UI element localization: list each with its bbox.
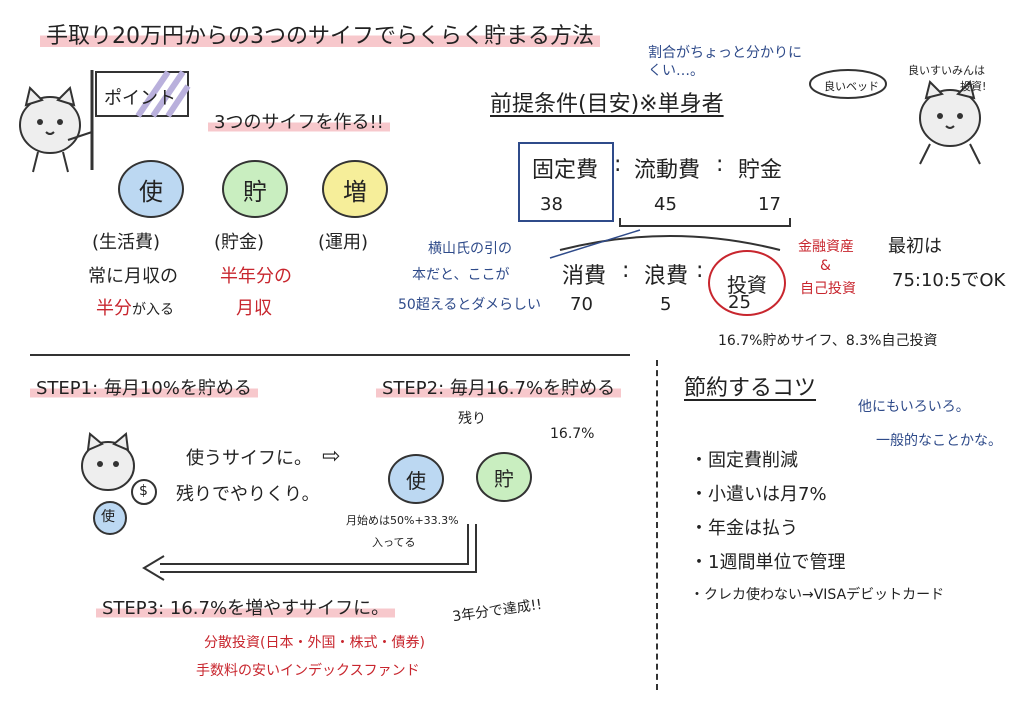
step1-text2: 残りでやりくり。 (176, 484, 320, 505)
tips-item-1: ・固定費削減 (690, 450, 798, 471)
tips-item-3: ・年金は払う (690, 518, 798, 539)
waste-label: 浪費 (644, 264, 689, 289)
divider-vertical (656, 360, 658, 690)
tips-item-2: ・小遣いは月7% (690, 484, 827, 505)
saving-label: 貯金 (738, 158, 783, 183)
first-ratio: 75:10:5でOK (892, 270, 1006, 291)
ratio-sep2: : (716, 152, 724, 177)
variable-cost-value: 45 (654, 194, 677, 215)
tips-side-note1: 他にもいろいろ。 (858, 399, 970, 415)
cat-with-flag-illustration (19, 70, 191, 173)
waste-value: 5 (660, 294, 672, 315)
ratio-sep4: : (696, 258, 704, 283)
cat-note-line1: 良いすいみんは (908, 64, 985, 77)
wallet-grow-label: (運用) (318, 232, 369, 253)
ratio-brace (549, 218, 791, 259)
variable-cost-label: 流動費 (634, 158, 701, 183)
red-note-and: & (820, 258, 831, 274)
step3-heading: STEP3: 16.7%を増やすサイフに。 (96, 594, 396, 620)
step2-heading: STEP2: 毎月16.7%を貯める (376, 374, 622, 400)
red-note-financial: 金融資産 (798, 239, 854, 255)
step2-percent-label: 16.7% (550, 426, 595, 442)
wallet-save-label: (貯金) (214, 232, 265, 253)
wallet-save-note1: 半年分の (220, 266, 292, 287)
step1-bag-icon: $ (139, 483, 148, 499)
step2-wallet-use-icon: 使 (388, 454, 444, 504)
step3-goal: 3年分で達成!! (451, 596, 543, 626)
consume-value: 70 (570, 294, 593, 315)
step1-heading: STEP1: 毎月10%を貯める (30, 374, 258, 400)
invest-circle: 投資 (708, 250, 786, 316)
tips-item-4: ・1週間単位で管理 (690, 552, 846, 573)
consume-label: 消費 (562, 264, 607, 289)
step1-wallet-kanji: 使 (101, 509, 115, 525)
tips-item-5: ・クレカ使わない→VISAデビットカード (690, 587, 945, 603)
step2-remain-label: 残り (458, 411, 486, 427)
step2-note1: 月始めは50%+33.3% (346, 514, 459, 527)
fixed-cost-label: 固定費 (532, 158, 599, 183)
wallet-save-note2: 月収 (236, 298, 272, 319)
cat-note-line2: 投資! (960, 80, 987, 93)
pillow-label: 良いベッド (824, 80, 879, 93)
wallet-use-icon: 使 (118, 160, 184, 218)
ratio-sep1: : (614, 152, 622, 177)
three-wallets-heading: 3つのサイフを作る!! (208, 108, 390, 134)
first-label: 最初は (888, 236, 942, 257)
wallet-grow-icon: 増 (322, 160, 388, 218)
wallet-use-note1: 常に月収の (88, 266, 178, 287)
fixed-cost-value: 38 (540, 194, 563, 215)
cat-with-wallet-illustration (81, 432, 157, 535)
yokoyama-note-line2: 本だと、ここが (412, 267, 510, 283)
invest-breakdown: 16.7%貯めサイフ、8.3%自己投資 (718, 333, 938, 349)
red-note-self: 自己投資 (800, 281, 856, 297)
ratio-top-note: 割合がちょっと分かりにくい…。 (648, 45, 802, 80)
step3-red-note2: 手数料の安いインデックスファンド (196, 663, 420, 679)
step2-note2: 入ってる (372, 536, 416, 549)
step2-wallet-save-icon: 貯 (476, 452, 532, 502)
wallet-use-label: (生活費) (92, 232, 161, 253)
step-arrow-icon: ⇨ (322, 444, 341, 469)
tips-side-note2: 一般的なことかな。 (876, 433, 1002, 449)
wallet-save-icon: 貯 (222, 160, 288, 218)
wallet-use-note2: 半分が入る (96, 298, 174, 319)
fixed-cost-box (518, 142, 614, 222)
saving-value: 17 (758, 194, 781, 215)
page-title: 手取り20万円からの3つのサイフでらくらく貯まる方法 (40, 18, 600, 50)
step3-red-note1: 分散投資(日本・外国・株式・債券) (204, 635, 425, 651)
ratio-sep3: : (622, 258, 630, 283)
ratio-heading: 前提条件(目安)※単身者 (490, 92, 724, 117)
yokoyama-note-line1: 横山氏の引の (428, 241, 512, 257)
invest-value: 25 (728, 292, 751, 313)
cat-with-pillow-illustration (809, 69, 981, 165)
divider-horizontal (30, 354, 630, 356)
step1-text1: 使うサイフに。 (186, 448, 312, 469)
tips-heading: 節約するコツ (684, 376, 817, 401)
flag-label: ポイント (104, 88, 176, 109)
yokoyama-note-line3: 50超えるとダメらしい (398, 297, 541, 313)
step2-to-step3-arrow (142, 524, 477, 581)
